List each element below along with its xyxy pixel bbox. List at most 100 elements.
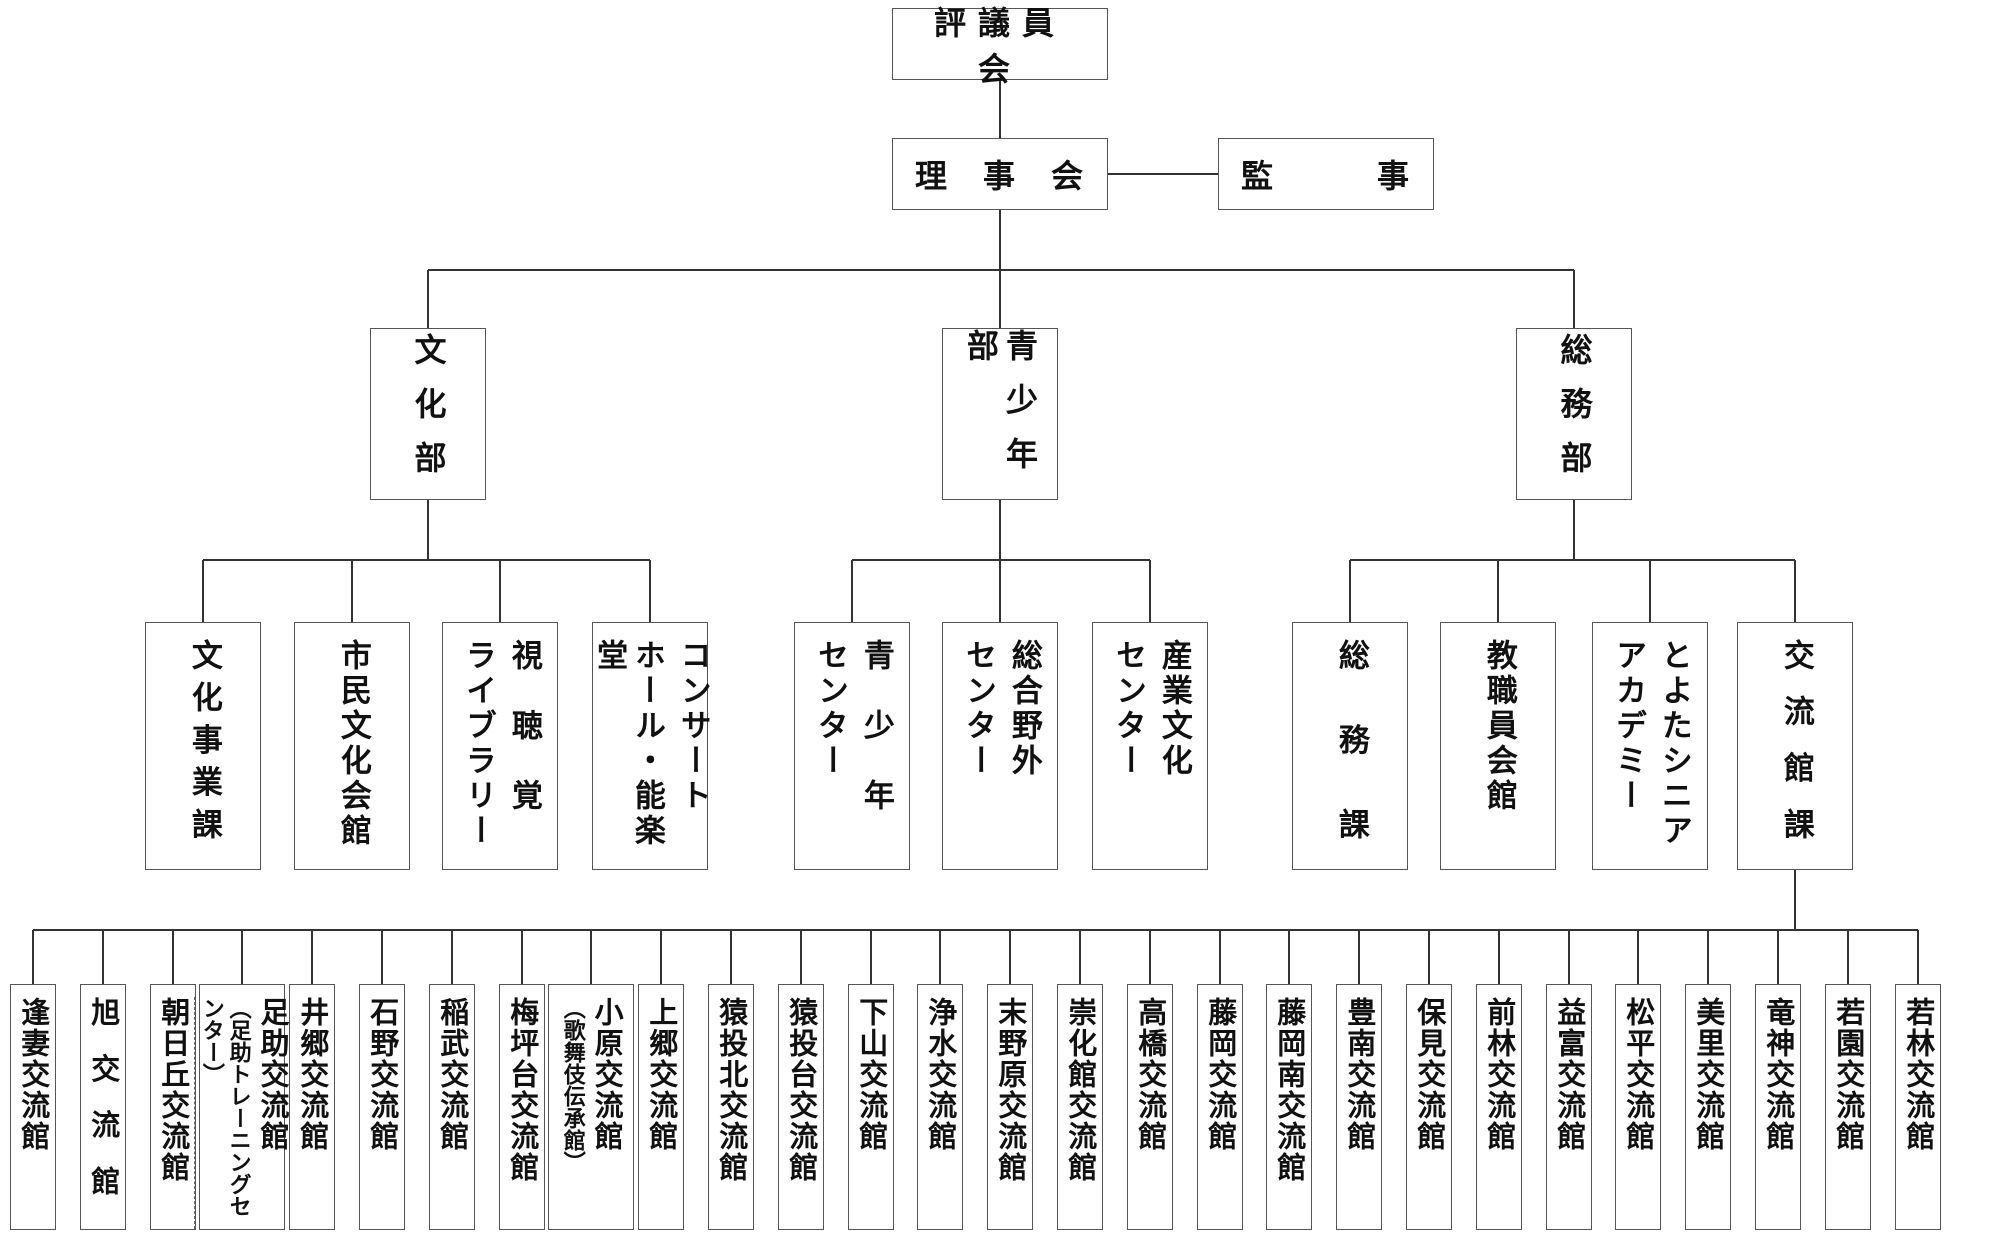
unit-label-line: 総務課 xyxy=(1332,639,1369,839)
unit-box: 文化事業課 xyxy=(145,622,261,870)
council-label: 評議員会 xyxy=(933,4,1066,88)
hall-box: 高橋交流館 xyxy=(1127,984,1173,1230)
hall-label: 猿投北交流館 xyxy=(714,997,749,1183)
hall-box: 猿投台交流館 xyxy=(778,984,824,1230)
hall-label: 梅坪台交流館 xyxy=(505,997,540,1183)
hall-box: 足助交流館（足助トレーニングセンター） xyxy=(193,984,290,1230)
hall-label: 前林交流館 xyxy=(1482,997,1517,1152)
hall-label: 益富交流館 xyxy=(1552,997,1587,1152)
unit-box: 総務課 xyxy=(1292,622,1408,870)
unit-label-line: センター xyxy=(1110,639,1146,779)
hall-label: 藤岡交流館 xyxy=(1203,997,1238,1152)
council-box: 評議員会 xyxy=(892,4,1108,88)
unit-label-line: 青 少 年 xyxy=(857,639,894,814)
unit-box: 市民文化会館 xyxy=(294,622,410,870)
auditor-label-char-2: 事 xyxy=(1376,157,1411,195)
hall-label: 藤岡南交流館 xyxy=(1272,997,1307,1183)
hall-label: 下山交流館 xyxy=(854,997,889,1152)
hall-box: 益富交流館 xyxy=(1546,984,1592,1230)
hall-label: 井郷交流館 xyxy=(295,997,330,1152)
hall-label: 豊南交流館 xyxy=(1342,997,1377,1152)
hall-label: 高橋交流館 xyxy=(1133,997,1168,1152)
hall-box: 若園交流館 xyxy=(1825,984,1871,1230)
hall-box: 若林交流館 xyxy=(1895,984,1941,1230)
unit-label-line: 文化事業課 xyxy=(185,639,222,839)
hall-label: 美里交流館 xyxy=(1691,997,1726,1152)
unit-box: 交流館課 xyxy=(1737,622,1853,870)
board-box: 理 事 会 xyxy=(892,138,1108,210)
department-label: 文化部 xyxy=(409,333,448,495)
hall-box: 下山交流館 xyxy=(848,984,894,1230)
department-label: 青少年部 xyxy=(962,329,1040,491)
hall-label: 崇化館交流館 xyxy=(1063,997,1098,1183)
unit-label-line: ホール・能楽堂 xyxy=(591,639,665,849)
hall-box: 石野交流館 xyxy=(359,984,405,1230)
unit-label-line: 総合野外 xyxy=(1005,639,1042,779)
hall-box: 逢妻交流館 xyxy=(10,984,56,1230)
hall-box: 竜神交流館 xyxy=(1755,984,1801,1230)
board-label-char-1: 理 xyxy=(915,157,950,195)
hall-box: 藤岡南交流館 xyxy=(1266,984,1312,1230)
hall-label: 小原交流館 xyxy=(590,997,625,1152)
hall-box: 猿投北交流館 xyxy=(708,984,754,1230)
hall-box: 松平交流館 xyxy=(1615,984,1661,1230)
unit-box: 視 聴 覚ライブラリー xyxy=(442,622,558,870)
unit-label-line: アカデミー xyxy=(1610,639,1646,814)
hall-label: 保見交流館 xyxy=(1412,997,1447,1152)
hall-label: 若園交流館 xyxy=(1831,997,1866,1152)
auditor-box: 監 事 xyxy=(1218,138,1434,210)
hall-label: 松平交流館 xyxy=(1621,997,1656,1152)
unit-label-line: 視 聴 覚 xyxy=(505,639,542,814)
auditor-label-char-1: 監 xyxy=(1241,157,1276,195)
hall-box: 美里交流館 xyxy=(1685,984,1731,1230)
hall-box: 末野原交流館 xyxy=(987,984,1033,1230)
hall-box: 浄水交流館 xyxy=(917,984,963,1230)
board-label-char-2: 事 xyxy=(982,157,1017,195)
hall-label: 猿投台交流館 xyxy=(784,997,819,1183)
hall-label: 末野原交流館 xyxy=(993,997,1028,1183)
unit-label-line: 教職員会館 xyxy=(1480,639,1517,814)
unit-label-line: 市民文化会館 xyxy=(334,639,371,849)
hall-box: 稲武交流館 xyxy=(429,984,475,1230)
unit-label-line: とよたシニア xyxy=(1655,639,1692,849)
hall-label: 浄水交流館 xyxy=(923,997,958,1152)
unit-label-line: 交流館課 xyxy=(1777,639,1814,839)
hall-label: 逢妻交流館 xyxy=(16,997,51,1152)
hall-sublabel: （歌舞伎伝承館） xyxy=(559,997,585,1173)
hall-label: 朝日丘交流館 xyxy=(156,997,191,1183)
unit-label-line: コンサート xyxy=(674,639,711,814)
hall-label: 竜神交流館 xyxy=(1761,997,1796,1152)
unit-box: 青 少 年センター xyxy=(794,622,910,870)
unit-box: コンサートホール・能楽堂 xyxy=(591,622,711,870)
hall-label: 足助交流館 xyxy=(256,997,291,1152)
unit-label-line: 産業文化 xyxy=(1155,639,1192,779)
unit-box: 教職員会館 xyxy=(1440,622,1556,870)
hall-box: 保見交流館 xyxy=(1406,984,1452,1230)
department-box: 総務部 xyxy=(1516,328,1632,500)
hall-box: 上郷交流館 xyxy=(638,984,684,1230)
unit-box: 総合野外センター xyxy=(942,622,1058,870)
hall-label: 稲武交流館 xyxy=(435,997,470,1152)
hall-box: 旭交流館 xyxy=(80,984,126,1230)
hall-box: 梅坪台交流館 xyxy=(499,984,545,1230)
unit-label-line: センター xyxy=(960,639,996,779)
board-label-char-3: 会 xyxy=(1050,157,1085,195)
hall-label: 旭交流館 xyxy=(86,997,121,1197)
hall-box: 豊南交流館 xyxy=(1336,984,1382,1230)
unit-box: 産業文化センター xyxy=(1092,622,1208,870)
hall-box: 藤岡交流館 xyxy=(1197,984,1243,1230)
department-box: 青少年部 xyxy=(942,328,1058,500)
department-label: 総務部 xyxy=(1555,333,1594,495)
hall-box: 前林交流館 xyxy=(1476,984,1522,1230)
hall-box: 小原交流館（歌舞伎伝承館） xyxy=(548,984,634,1230)
hall-box: 朝日丘交流館 xyxy=(150,984,196,1230)
hall-box: 井郷交流館 xyxy=(289,984,335,1230)
hall-sublabel: （足助トレーニングセンター） xyxy=(193,997,251,1229)
department-box: 文化部 xyxy=(370,328,486,500)
hall-box: 崇化館交流館 xyxy=(1057,984,1103,1230)
unit-label-line: センター xyxy=(812,639,848,779)
unit-box: とよたシニアアカデミー xyxy=(1592,622,1708,870)
unit-label-line: ライブラリー xyxy=(460,639,496,849)
